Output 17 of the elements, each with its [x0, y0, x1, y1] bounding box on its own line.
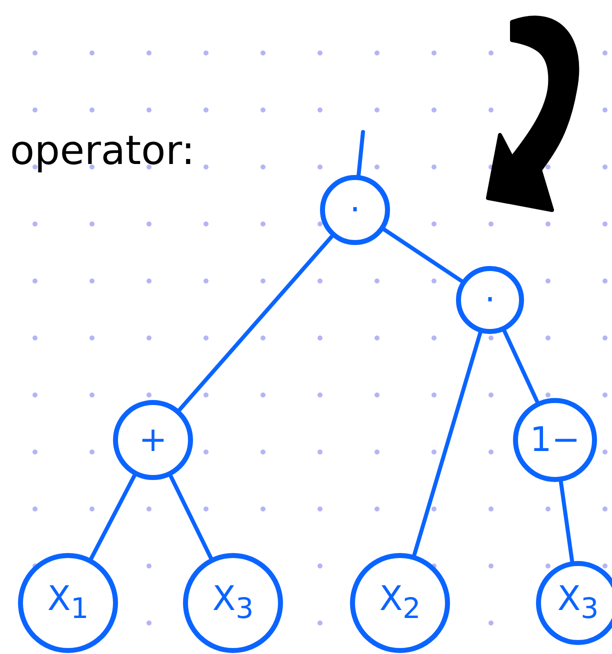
node-symbol: X$_{1}$	[47, 582, 89, 624]
node-symbol: ·	[484, 283, 496, 317]
node-symbol: X$_{2}$	[379, 582, 421, 624]
tree-edge	[382, 227, 464, 284]
tree-edge	[177, 234, 334, 412]
tree-edge	[558, 480, 574, 564]
tree-edge	[89, 473, 136, 561]
handwritten-label: operator:	[10, 128, 195, 174]
tree-edge	[356, 130, 365, 178]
tree-edge	[412, 330, 482, 558]
node-symbol: X$_{3}$	[212, 582, 254, 624]
tree-edge	[502, 328, 540, 404]
node-symbol: 1−	[530, 423, 580, 457]
node-symbol: X$_{3}$	[557, 582, 599, 624]
node-symbol: +	[138, 423, 168, 457]
node-symbol: ·	[350, 193, 360, 227]
tree-edge	[168, 474, 213, 560]
